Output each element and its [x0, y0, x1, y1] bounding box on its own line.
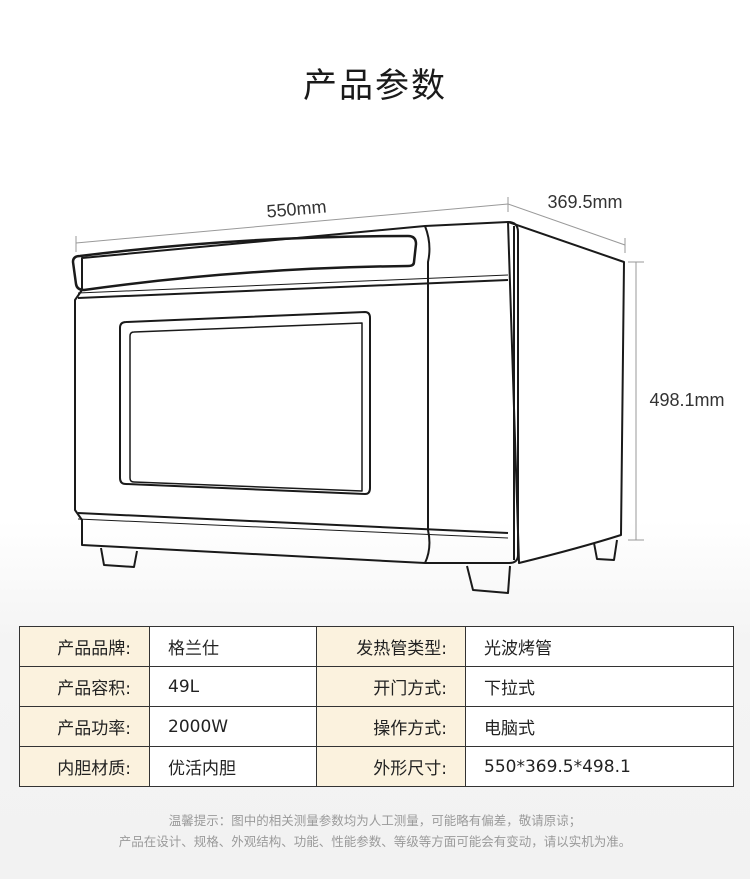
spec-label: 操作方式: [316, 706, 466, 747]
spec-value: 光波烤管 [465, 626, 734, 667]
oven-side-panel [507, 221, 625, 564]
table-row: 产品品牌: 格兰仕 发热管类型: 光波烤管 [19, 626, 734, 667]
oven-window-inner [129, 322, 363, 492]
oven-foot-left [100, 547, 138, 568]
spec-value: 550*369.5*498.1 [465, 746, 734, 787]
oven-window-outer [119, 311, 371, 495]
control-panel-divider [424, 225, 431, 564]
spec-table: 产品品牌: 格兰仕 发热管类型: 光波烤管 产品容积: 49L 开门方式: 下拉… [19, 626, 734, 787]
table-row: 内胆材质: 优活内胆 外形尺寸: 550*369.5*498.1 [19, 746, 734, 787]
oven-foot-center [466, 565, 511, 594]
oven-front [74, 221, 519, 564]
table-row: 产品功率: 2000W 操作方式: 电脑式 [19, 706, 734, 747]
note-line-1: 温馨提示：图中的相关测量参数均为人工测量，可能略有偏差，敬请原谅； [168, 813, 582, 828]
spec-label: 产品品牌: [19, 626, 150, 667]
spec-label: 产品功率: [19, 706, 150, 747]
page-title: 产品参数 [303, 66, 447, 106]
oven-foot-right [593, 539, 618, 561]
spec-value: 电脑式 [465, 706, 734, 747]
dimension-lines [75, 197, 644, 541]
spec-label: 开门方式: [316, 666, 466, 707]
width-dimension-label: 550mm [266, 196, 328, 221]
spec-label: 外形尺寸: [316, 746, 466, 787]
spec-label: 内胆材质: [19, 746, 150, 787]
depth-dimension-label: 369.5mm [547, 192, 622, 212]
oven-dimension-diagram: 550mm 369.5mm 498.1mm [71, 192, 725, 594]
spec-value: 2000W [149, 706, 317, 747]
height-dimension-label: 498.1mm [649, 390, 724, 410]
spec-value: 格兰仕 [149, 626, 317, 667]
spec-label: 发热管类型: [316, 626, 466, 667]
table-row: 产品容积: 49L 开门方式: 下拉式 [19, 666, 734, 707]
spec-label: 产品容积: [19, 666, 150, 707]
spec-value: 下拉式 [465, 666, 734, 707]
oven-drawing [71, 221, 625, 594]
note-line-2: 产品在设计、规格、外观结构、功能、性能参数、等级等方面可能会有变动，请以实机为准… [118, 834, 632, 849]
spec-value: 优活内胆 [149, 746, 317, 787]
spec-value: 49L [149, 666, 317, 707]
oven-handle [71, 234, 418, 292]
